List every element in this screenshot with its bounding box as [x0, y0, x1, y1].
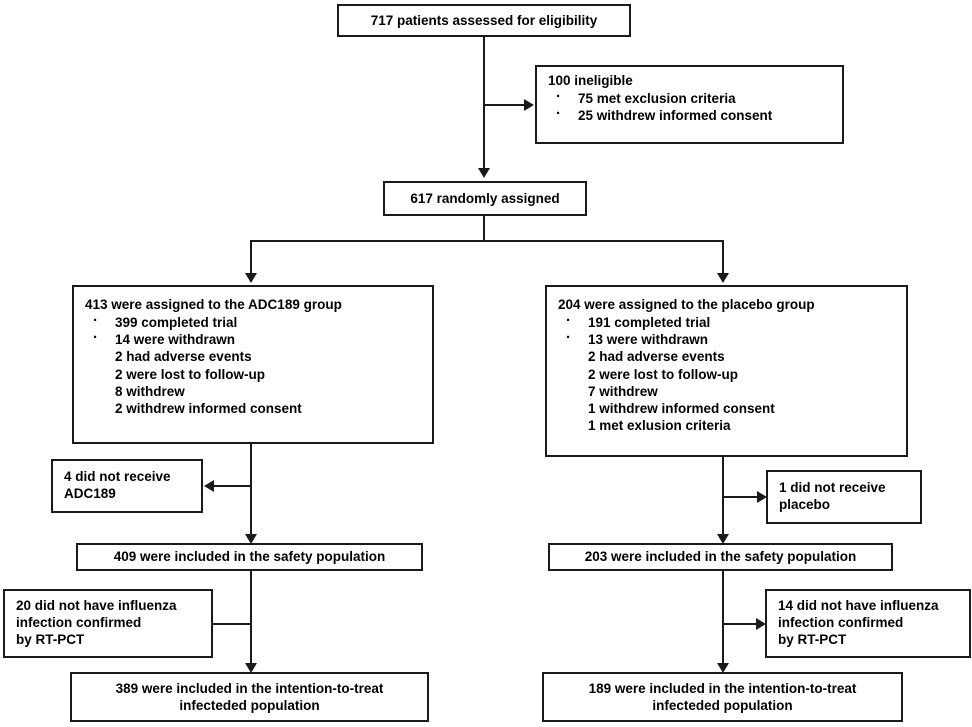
list-item: 7 withdrew	[588, 383, 658, 399]
list-item: 2 withdrew informed consent	[115, 400, 302, 416]
list-item: 8 withdrew	[115, 383, 185, 399]
node-enrollment: 717 patients assessed for eligibility	[337, 4, 631, 37]
placebo-group-header: 204 were assigned to the placebo group	[558, 297, 815, 312]
connector-adc189-group-to-safety	[250, 444, 252, 540]
enrollment-label: 717 patients assessed for eligibility	[370, 12, 598, 28]
node-adc189-itt: 389 were included in the intention-to-tr…	[70, 672, 429, 722]
arrowhead-to-adc189-itt	[245, 663, 257, 673]
node-adc189-not-received: 4 did not receive ADC189	[51, 459, 203, 513]
adc189-no-influenza-line-1: 20 did not have influenza	[16, 598, 177, 613]
list-item: 191 completed trial	[558, 312, 897, 331]
list-item: 2 had adverse events	[115, 349, 252, 365]
placebo-not-received-line-1: 1 did not receive	[779, 480, 886, 495]
node-randomized: 617 randomly assigned	[383, 181, 587, 216]
adc189-not-received-line-2: ADC189	[64, 486, 116, 502]
arrowhead-to-placebo-group	[717, 273, 729, 283]
connector-placebo-safety-to-itt	[722, 570, 724, 669]
node-adc189-group: 413 were assigned to the ADC189 group 39…	[72, 285, 434, 444]
connector-split-horizontal	[250, 240, 724, 242]
randomized-label: 617 randomly assigned	[410, 190, 560, 206]
node-ineligible: 100 ineligible 75 met exclusion criteria…	[535, 65, 844, 144]
arrowhead-to-adc189-safety	[245, 534, 257, 544]
placebo-no-influenza-line-3: by RT-PCT	[778, 632, 847, 648]
connector-split-left-down	[250, 240, 252, 278]
placebo-group-item-list: 191 completed trial 13 were withdrawn 2 …	[558, 312, 897, 434]
arrowhead-to-placebo-no-influenza	[756, 618, 766, 630]
node-placebo-not-received: 1 did not receive placebo	[766, 470, 922, 524]
arrowhead-to-adc189-not-received	[204, 480, 214, 492]
node-placebo-no-influenza: 14 did not have influenza infection conf…	[765, 589, 971, 658]
connector-split-right-down	[722, 240, 724, 278]
list-item: 14 were withdrawn	[85, 329, 423, 348]
connector-to-adc189-not-received	[213, 485, 252, 487]
list-item: 13 were withdrawn	[558, 329, 897, 348]
placebo-no-influenza-line-1: 14 did not have influenza	[778, 598, 939, 613]
list-item: 75 met exclusion criteria	[548, 88, 833, 107]
ineligible-header: 100 ineligible	[548, 73, 633, 88]
node-adc189-no-influenza: 20 did not have influenza infection conf…	[3, 589, 213, 658]
list-item: 2 had adverse events	[588, 349, 725, 365]
arrowhead-to-randomized	[478, 168, 490, 178]
connector-to-placebo-no-influenza	[722, 623, 759, 625]
ineligible-item-list: 75 met exclusion criteria 25 withdrew in…	[548, 88, 833, 124]
node-placebo-group: 204 were assigned to the placebo group 1…	[545, 285, 908, 457]
arrowhead-to-adc189-group	[245, 273, 257, 283]
arrowhead-to-placebo-not-received	[757, 491, 767, 503]
list-item: 1 met exlusion criteria	[588, 417, 731, 433]
adc189-safety-label: 409 were included in the safety populati…	[113, 549, 386, 565]
list-item: 2 were lost to follow-up	[115, 366, 266, 382]
adc189-itt-line-2: infecteded population	[179, 698, 320, 714]
connector-to-ineligible	[483, 104, 526, 106]
adc189-itt-line-1: 389 were included in the intention-to-tr…	[115, 681, 384, 696]
adc189-group-item-list: 399 completed trial 14 were withdrawn 2 …	[85, 312, 423, 417]
connector-to-placebo-not-received	[722, 496, 760, 498]
arrowhead-to-placebo-itt	[717, 663, 729, 673]
node-placebo-safety: 203 were included in the safety populati…	[548, 543, 893, 571]
placebo-itt-line-2: infecteded population	[652, 698, 793, 714]
node-placebo-itt: 189 were included in the intention-to-tr…	[542, 672, 903, 722]
placebo-no-influenza-line-2: infection confirmed	[778, 615, 904, 631]
connector-placebo-group-to-safety	[722, 457, 724, 540]
adc189-group-header: 413 were assigned to the ADC189 group	[85, 297, 342, 312]
connector-randomized-down	[483, 216, 485, 242]
arrowhead-to-ineligible	[524, 99, 534, 111]
arrowhead-to-placebo-safety	[717, 534, 729, 544]
placebo-not-received-line-2: placebo	[779, 497, 831, 513]
connector-to-adc189-no-influenza	[212, 623, 252, 625]
node-adc189-safety: 409 were included in the safety populati…	[76, 543, 423, 571]
adc189-no-influenza-line-3: by RT-PCT	[16, 632, 85, 648]
placebo-itt-line-1: 189 were included in the intention-to-tr…	[588, 681, 857, 696]
connector-adc189-safety-to-itt	[250, 570, 252, 669]
list-item: 1 withdrew informed consent	[588, 400, 775, 416]
placebo-safety-label: 203 were included in the safety populati…	[584, 549, 857, 565]
adc189-not-received-line-1: 4 did not receive	[64, 469, 171, 484]
list-item: 25 withdrew informed consent	[548, 105, 833, 124]
adc189-no-influenza-line-2: infection confirmed	[16, 615, 142, 631]
list-item: 2 were lost to follow-up	[588, 366, 739, 382]
list-item: 399 completed trial	[85, 312, 423, 331]
